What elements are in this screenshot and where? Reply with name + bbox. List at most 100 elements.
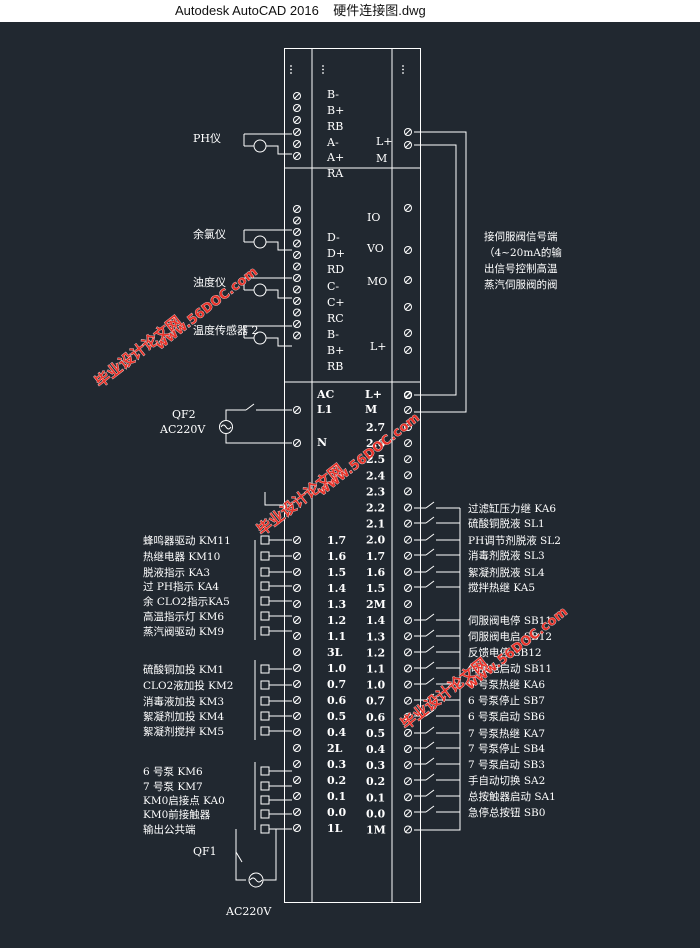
terminal-slash xyxy=(293,205,301,213)
output-device-label: 余 CLO2指示KA5 xyxy=(143,595,230,608)
module-signal-label: D- xyxy=(327,231,340,244)
terminal-ring xyxy=(404,406,412,414)
terminal-ring xyxy=(404,728,412,737)
terminal-screw-icon xyxy=(404,303,412,311)
dots-icon xyxy=(322,72,324,74)
terminal-slash xyxy=(404,713,412,721)
input-device-label: 7 号泵启动 SB3 xyxy=(468,758,545,771)
left-terminal-label: 0.4 xyxy=(327,726,346,739)
terminal-screw-icon xyxy=(293,664,301,672)
terminal-screw-icon xyxy=(404,567,412,576)
terminal-screw-icon xyxy=(404,503,412,512)
terminal-screw-icon xyxy=(293,616,301,624)
module-signal-label: C- xyxy=(327,280,339,293)
terminal-screw-icon xyxy=(293,792,301,800)
left-terminal-label: 1.4 xyxy=(327,582,346,595)
terminal-screw-icon xyxy=(293,104,301,112)
terminal-ring xyxy=(293,632,301,640)
terminal-screw-icon xyxy=(404,712,412,721)
terminal-slash xyxy=(293,536,301,544)
terminal-slash xyxy=(404,616,412,624)
terminal-screw-icon xyxy=(404,551,412,560)
breaker-label: QF1 xyxy=(193,845,217,858)
right-terminal-label: 1.3 xyxy=(366,630,385,643)
terminal-slash xyxy=(404,329,412,337)
terminal-slash xyxy=(404,632,412,640)
output-device-label: CLO2液加投 KM2 xyxy=(143,679,233,692)
terminal-screw-icon xyxy=(404,471,412,480)
terminal-screw-icon xyxy=(293,536,301,544)
terminal-slash xyxy=(293,680,301,688)
terminal-screw-icon xyxy=(293,712,301,720)
terminal-slash xyxy=(293,140,301,148)
window-title: Autodesk AutoCAD 2016 硬件连接图.dwg xyxy=(175,0,426,22)
input-switch-icon xyxy=(425,629,435,637)
terminal-screw-icon xyxy=(404,600,412,609)
terminal-screw-icon xyxy=(404,728,412,737)
terminal-ring xyxy=(404,487,412,496)
power-label: L1 xyxy=(317,403,332,416)
terminal-ring xyxy=(404,680,412,689)
terminal-screw-icon xyxy=(404,535,412,544)
output-device-label: KM0启接点 KA0 xyxy=(143,794,225,807)
input-switch-icon xyxy=(425,677,435,685)
terminal-screw-icon xyxy=(293,116,301,124)
output-device-label: 脱液指示 KA3 xyxy=(143,566,210,579)
terminal-screw-icon xyxy=(404,648,412,657)
terminal-slash xyxy=(404,665,412,672)
module-signal-label: B+ xyxy=(327,104,344,117)
module-output-label: VO xyxy=(366,242,384,255)
terminal-screw-icon xyxy=(293,728,301,736)
terminal-slash xyxy=(293,152,301,160)
output-common-wire xyxy=(235,829,246,881)
terminal-screw-icon xyxy=(293,648,301,656)
breaker-switch-icon xyxy=(245,403,255,411)
right-terminal-label: 2M xyxy=(366,598,386,611)
sensor-icon xyxy=(253,331,267,345)
terminal-slash xyxy=(293,92,301,100)
terminal-ring xyxy=(404,745,412,753)
terminal-screw-icon xyxy=(293,600,301,608)
terminal-screw-icon xyxy=(293,128,301,136)
supply-label: AC220V xyxy=(225,905,272,918)
terminal-slash xyxy=(293,309,301,316)
output-device-label: 输出公共端 xyxy=(143,823,196,836)
terminal-screw-icon xyxy=(404,696,412,705)
plc-frame xyxy=(284,48,421,903)
input-device-label: 消毒剂脱液 SL3 xyxy=(468,549,545,562)
module-signal-label: D+ xyxy=(327,247,345,260)
terminal-ring xyxy=(293,297,301,305)
output-device-label: 硫酸铜加投 KM1 xyxy=(143,663,224,676)
input-device-label: 6 号泵启动 SB6 xyxy=(468,710,545,723)
output-device-label: 絮凝剂加投 KM4 xyxy=(143,710,224,723)
terminal-screw-icon xyxy=(293,205,301,213)
ac-source-icon xyxy=(219,420,233,434)
input-common-wire xyxy=(414,508,461,831)
terminal-slash xyxy=(404,584,412,592)
relay-coil-icon xyxy=(260,795,270,805)
terminal-ring xyxy=(293,696,301,704)
terminal-screw-icon xyxy=(293,552,301,560)
right-terminal-label: 2.2 xyxy=(366,502,385,515)
terminal-slash xyxy=(293,286,301,293)
terminal-ring xyxy=(293,406,301,414)
module-signal-label: RB xyxy=(327,120,343,133)
terminal-ring xyxy=(293,680,301,688)
terminal-slash xyxy=(404,276,412,284)
terminal-ring xyxy=(404,809,412,818)
input-device-label: 6 号泵停止 SB7 xyxy=(468,694,545,707)
terminal-screw-icon xyxy=(404,455,412,464)
terminal-slash xyxy=(293,584,301,592)
terminal-slash xyxy=(293,728,301,736)
left-terminal-label: 1.1 xyxy=(327,630,346,643)
terminal-slash xyxy=(404,697,412,705)
relay-coil-icon xyxy=(260,824,270,834)
terminal-slash xyxy=(404,455,412,463)
input-switch-icon xyxy=(425,757,435,765)
terminal-screw-icon xyxy=(293,228,301,236)
right-terminal-label: 0.2 xyxy=(366,775,385,788)
input-switch-icon xyxy=(425,548,435,556)
input-device-label: 反馈电停 SB12 xyxy=(468,646,542,659)
left-terminal-label: 1L xyxy=(327,822,343,835)
